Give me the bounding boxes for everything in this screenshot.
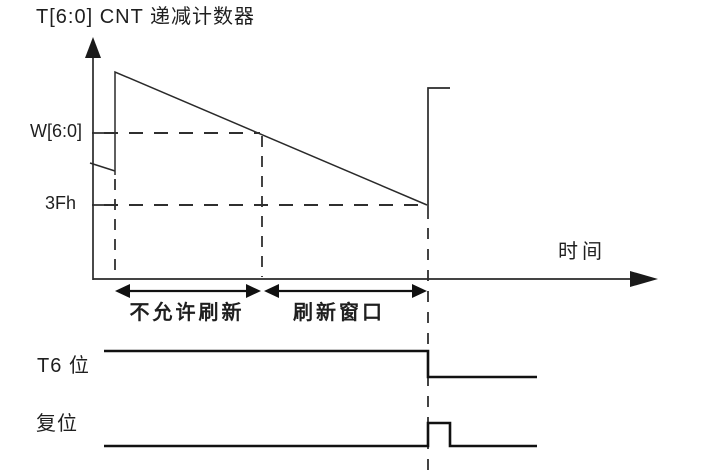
y-tick-label-3fh: 3Fh <box>44 193 76 213</box>
reset-signal-trace <box>104 421 537 448</box>
signal-label-reset: 复位 <box>36 413 78 435</box>
reset-waveform <box>104 421 537 448</box>
x-axis-arrowhead-icon <box>630 271 658 287</box>
x-axis-label: 时间 <box>558 241 606 263</box>
signal-label-t6: T6 位 <box>37 355 90 377</box>
counter-initial-segment <box>89 162 116 172</box>
counter-curve <box>89 70 450 219</box>
no-refresh-right-arrowhead-icon <box>246 284 261 298</box>
phase-label-no-refresh: 不允许刷新 <box>129 302 245 324</box>
phase-label-refresh-window: 刷新窗口 <box>293 302 385 324</box>
refresh-window-right-arrowhead-icon <box>412 284 427 298</box>
y-axis-arrowhead-icon <box>85 37 101 58</box>
t6-signal-trace <box>104 349 537 379</box>
y-axis <box>85 37 104 280</box>
refresh-window-left-arrowhead-icon <box>264 284 279 298</box>
counter-reload-edge <box>427 87 450 219</box>
x-axis <box>93 271 658 287</box>
t6-waveform <box>104 349 537 379</box>
no-refresh-left-arrowhead-icon <box>115 284 130 298</box>
y-tick-label-w: W[6:0] <box>29 121 82 141</box>
phase-arrows <box>115 284 427 298</box>
diagram-title: T[6:0] CNT 递减计数器 <box>36 6 255 28</box>
guide-lines <box>104 132 429 470</box>
counter-ramp <box>114 70 428 206</box>
